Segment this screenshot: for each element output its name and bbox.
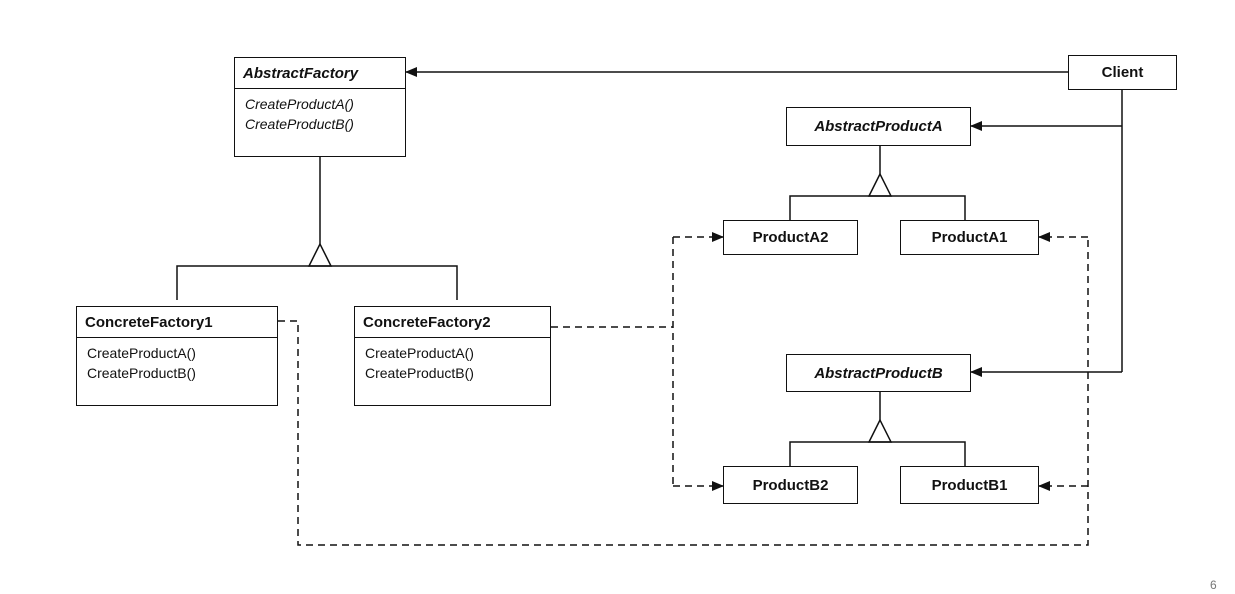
factory-inheritance-triangle (307, 242, 333, 267)
page-number: 6 (1210, 578, 1217, 592)
concrete-factory-1-name: ConcreteFactory1 (85, 314, 213, 331)
operation: CreateProductB() (87, 365, 196, 381)
concrete-factory-2-operations: CreateProductA() CreateProductB() (355, 337, 550, 388)
product-b-inheritance-triangle (867, 418, 893, 443)
client-name: Client (1101, 64, 1144, 81)
product-b2-class: ProductB2 (723, 466, 858, 504)
operation: CreateProductA() (87, 345, 196, 361)
product-a2-name: ProductA2 (752, 229, 829, 246)
factory-inheritance-bar (176, 265, 458, 300)
abstract-factory-name: AbstractFactory (243, 65, 359, 82)
product-b1-class: ProductB1 (900, 466, 1039, 504)
product-b-inheritance-bar (789, 441, 966, 466)
client-class: Client (1068, 55, 1177, 90)
concrete-factory-1-class: ConcreteFactory1 CreateProductA() Create… (76, 306, 278, 406)
operation: CreateProductA() (365, 345, 474, 361)
product-a1-name: ProductA1 (931, 229, 1008, 246)
abstract-product-b-name: AbstractProductB (814, 364, 943, 382)
abstract-product-a-name: AbstractProductA (814, 118, 943, 135)
operation: CreateProductB() (245, 116, 354, 132)
product-b1-name: ProductB1 (931, 476, 1008, 494)
product-a2-class: ProductA2 (723, 220, 858, 255)
concrete-factory-2-class: ConcreteFactory2 CreateProductA() Create… (354, 306, 551, 406)
abstract-product-a-class: AbstractProductA (786, 107, 971, 146)
abstract-factory-class: AbstractFactory CreateProductA() CreateP… (234, 57, 406, 157)
product-a-inheritance-triangle (867, 172, 893, 197)
abstract-factory-operations: CreateProductA() CreateProductB() (235, 88, 405, 139)
cf1-dependency-route (278, 237, 1089, 546)
product-b2-name: ProductB2 (752, 476, 829, 494)
product-a1-class: ProductA1 (900, 220, 1039, 255)
operation: CreateProductA() (245, 96, 354, 112)
product-a-inheritance-bar (789, 195, 966, 220)
concrete-factory-2-name: ConcreteFactory2 (363, 314, 491, 331)
concrete-factory-1-operations: CreateProductA() CreateProductB() (77, 337, 277, 388)
abstract-product-b-class: AbstractProductB (786, 354, 971, 392)
operation: CreateProductB() (365, 365, 474, 381)
